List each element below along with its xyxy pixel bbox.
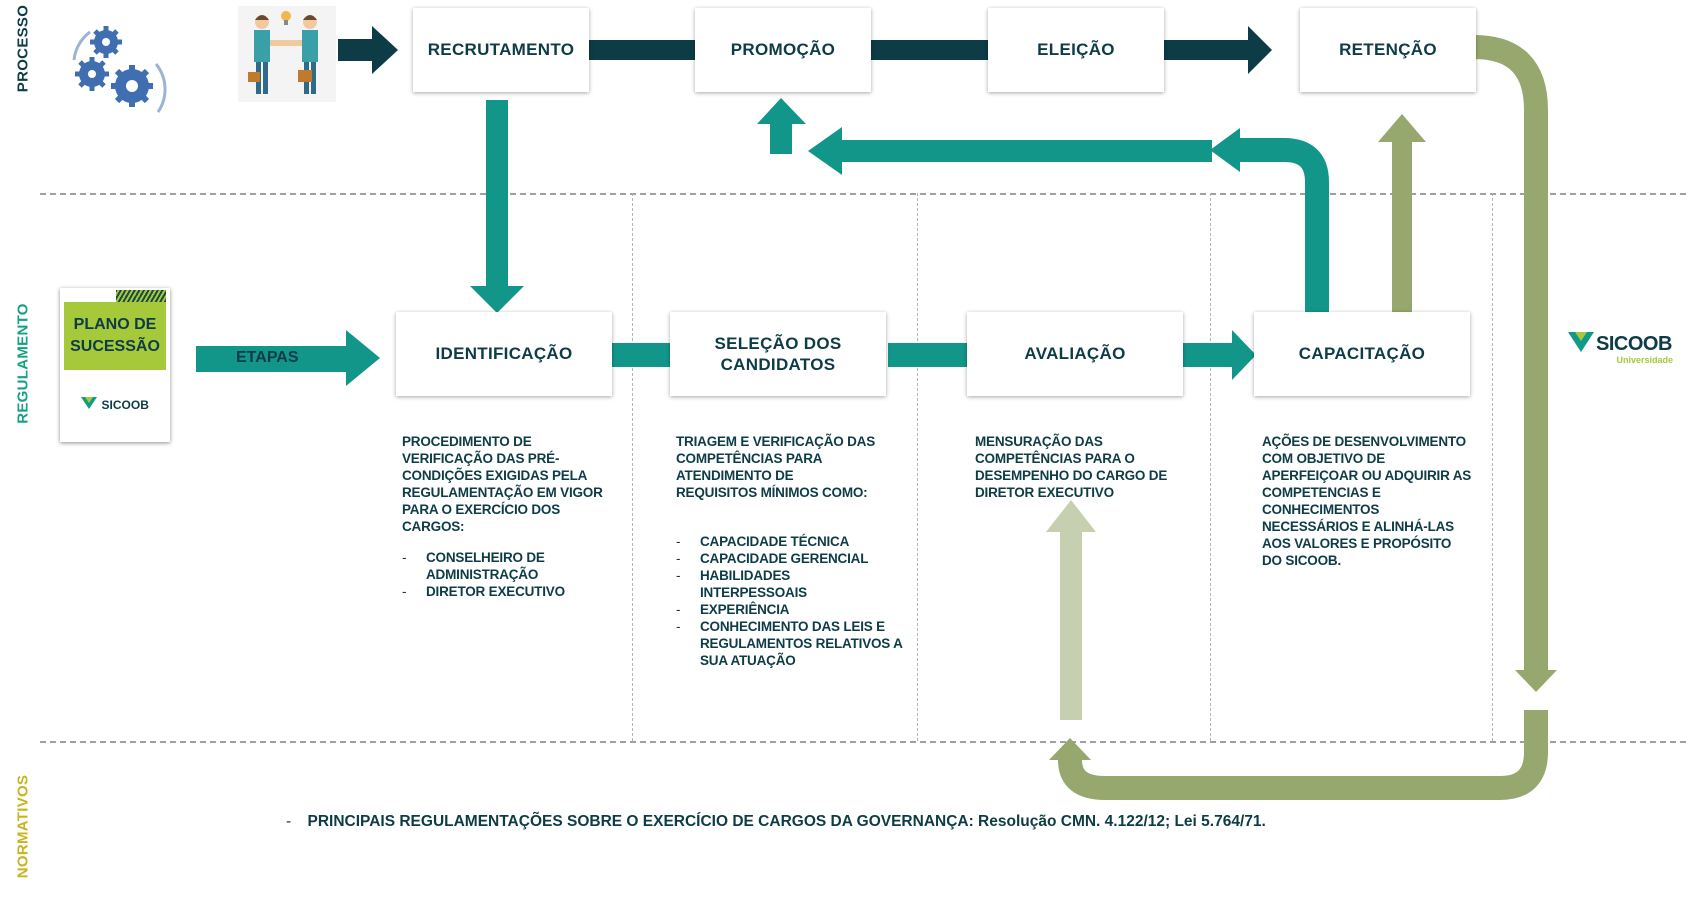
- list-item: CONHECIMENTO DAS LEIS E REGULAMENTOS REL…: [676, 618, 908, 669]
- normativos-line: - PRINCIPAIS REGULAMENTAÇÕES SOBRE O EXE…: [286, 813, 1266, 831]
- light-up-arrow-shaft: [1060, 530, 1082, 720]
- identificacao-description: PROCEDIMENTO DE VERIFICAÇÃO DAS PRÉ-COND…: [402, 433, 617, 600]
- arrow-to-recrutamento: [338, 26, 398, 74]
- recrutamento-box: RECRUTAMENTO: [413, 8, 589, 92]
- column-divider: [632, 193, 633, 741]
- avaliacao-description: MENSURAÇÃO DAS COMPETÊNCIAS PARA O DESEM…: [975, 434, 1168, 500]
- list-item: CONSELHEIRO DE ADMINISTRAÇÃO: [402, 549, 617, 583]
- olive-loop-down: [1473, 35, 1548, 672]
- gears-icon: [60, 20, 180, 120]
- section-divider-top: [40, 193, 1686, 195]
- teal-down-head: [470, 286, 524, 313]
- teal-up-promocao-head: [757, 98, 806, 124]
- olive-up-arrow-shaft: [1392, 140, 1412, 312]
- light-up-arrow-head: [1046, 500, 1096, 532]
- column-divider: [917, 193, 918, 741]
- selecao-box: SELEÇÃO DOS CANDIDATOS: [670, 312, 886, 396]
- retencao-box: RETENÇÃO: [1300, 8, 1476, 92]
- avaliacao-box: AVALIAÇÃO: [967, 312, 1183, 396]
- logo-brand: SICOOB: [1596, 333, 1672, 355]
- olive-loop-down-head: [1515, 670, 1557, 692]
- list-item: CAPACIDADE TÉCNICA: [676, 533, 908, 550]
- selecao-line2: CANDIDATOS: [720, 355, 836, 374]
- identificacao-box: IDENTIFICAÇÃO: [396, 312, 612, 396]
- selecao-list: CAPACIDADE TÉCNICA CAPACIDADE GERENCIAL …: [676, 533, 908, 669]
- sicoob-logo-icon: [81, 396, 98, 414]
- bar-promocao-eleicao: [870, 40, 988, 60]
- etapas-label: ETAPAS: [236, 349, 299, 366]
- column-divider: [1492, 193, 1493, 741]
- arrow-to-retencao: [1162, 26, 1272, 74]
- handshake-icon: [238, 6, 336, 102]
- teal-arrows: [196, 98, 1329, 386]
- section-divider-bottom: [40, 741, 1686, 743]
- teal-bar-ident-selecao: [612, 343, 674, 367]
- teal-up-loop-head: [1210, 128, 1240, 172]
- teal-up-loop: [1238, 138, 1329, 312]
- plan-book-stripes: [116, 290, 166, 302]
- normativos-text: PRINCIPAIS REGULAMENTAÇÕES SOBRE O EXERC…: [307, 813, 1266, 830]
- normativos-bullet: -: [286, 813, 292, 830]
- eleicao-box: ELEIÇÃO: [988, 8, 1164, 92]
- sicoob-logo-icon: [1568, 332, 1594, 357]
- capacitacao-box: CAPACITAÇÃO: [1254, 312, 1470, 396]
- teal-arrow-to-capacitacao: [1182, 330, 1256, 380]
- plan-book-brand: SICOOB: [60, 396, 170, 414]
- identificacao-text: PROCEDIMENTO DE VERIFICAÇÃO DAS PRÉ-COND…: [402, 434, 603, 534]
- list-item: CAPACIDADE GERENCIAL: [676, 550, 908, 567]
- plan-book-title-line2: SUCESSÃO: [70, 338, 160, 355]
- list-item: HABILIDADES INTERPESSOAIS: [676, 567, 840, 601]
- plan-book-brand-text: SICOOB: [101, 398, 149, 412]
- capacitacao-description: AÇÕES DE DESENVOLVIMENTO COM OBJETIVO DE…: [1262, 434, 1472, 568]
- etapas-arrow: [196, 330, 380, 386]
- plan-book: PLANO DE SUCESSÃO SICOOB: [60, 288, 170, 442]
- olive-loop-bottom: [1058, 710, 1548, 800]
- list-item: EXPERIÊNCIA: [676, 601, 908, 618]
- identificacao-list: CONSELHEIRO DE ADMINISTRAÇÃO DIRETOR EXE…: [402, 549, 617, 600]
- plan-book-cover: PLANO DE SUCESSÃO: [64, 302, 166, 370]
- selecao-text: TRIAGEM E VERIFICAÇÃO DAS COMPETÊNCIAS P…: [676, 434, 876, 500]
- teal-up-promocao-shaft: [770, 122, 792, 154]
- plan-book-title-line1: PLANO DE: [73, 316, 157, 333]
- selecao-description: TRIAGEM E VERIFICAÇÃO DAS COMPETÊNCIAS P…: [676, 433, 908, 669]
- olive-loop-bottom-head: [1049, 738, 1091, 760]
- teal-bar-selecao-avaliacao: [888, 343, 968, 367]
- bar-recrutamento-promocao: [588, 40, 696, 60]
- teal-down-shaft: [486, 100, 508, 288]
- sicoob-universidade-logo: SICOOB Universidade: [1568, 332, 1683, 365]
- teal-long-left-shaft: [840, 140, 1212, 162]
- selecao-line1: SELEÇÃO DOS: [714, 333, 842, 353]
- process-arrows: [338, 26, 1272, 74]
- teal-long-left-head: [808, 127, 842, 175]
- logo-sub: Universidade: [1616, 355, 1673, 365]
- promocao-box: PROMOÇÃO: [695, 8, 871, 92]
- list-item: DIRETOR EXECUTIVO: [402, 583, 617, 600]
- olive-up-arrow-head: [1378, 114, 1426, 142]
- column-divider: [1210, 193, 1211, 741]
